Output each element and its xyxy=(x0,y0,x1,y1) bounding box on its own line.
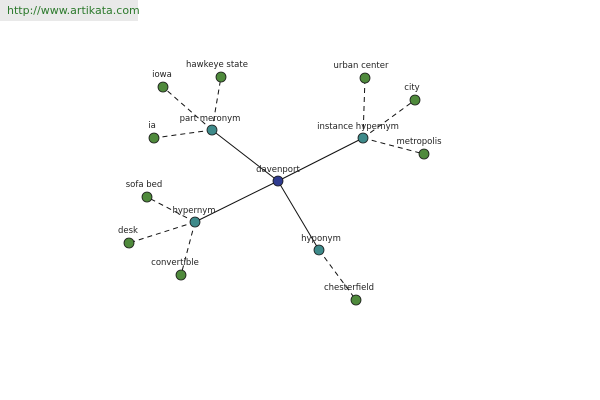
nodes: davenport part meronym iowa hawkeye state ia… xyxy=(118,60,442,306)
node-davenport[interactable]: davenport xyxy=(256,165,300,187)
edge-instance-hypernym xyxy=(277,137,364,182)
node-desk-label: desk xyxy=(118,226,138,236)
edge-hypernym-sofa-bed xyxy=(146,196,196,223)
edge-hyponym xyxy=(277,180,320,251)
node-sofa-bed[interactable]: sofa bed xyxy=(126,180,163,203)
edge-part-meronym xyxy=(211,129,279,182)
edge-hyponym-chesterfield xyxy=(318,249,357,301)
node-part-meronym[interactable]: part meronym xyxy=(180,114,241,136)
node-hawkeye-state-label: hawkeye state xyxy=(186,60,248,70)
node-urban-center-label: urban center xyxy=(334,61,389,71)
node-sofa-bed-dot[interactable] xyxy=(141,191,153,203)
watermark-link[interactable]: http://www.artikata.com xyxy=(0,0,140,21)
node-convertible-label: convertible xyxy=(151,258,199,268)
node-hypernym[interactable]: hypernym xyxy=(172,206,216,228)
node-chesterfield[interactable]: chesterfield xyxy=(324,283,374,306)
node-part-meronym-label: part meronym xyxy=(180,114,241,124)
edge-instance-hypernym-metropolis xyxy=(362,137,425,155)
node-hawkeye-state-dot[interactable] xyxy=(215,71,227,83)
node-city-label: city xyxy=(404,83,419,93)
edge-part-meronym-ia xyxy=(153,129,213,139)
node-davenport-dot[interactable] xyxy=(272,175,284,187)
node-metropolis-label: metropolis xyxy=(396,137,442,147)
node-ia[interactable]: ia xyxy=(148,121,160,144)
edges xyxy=(128,76,425,301)
node-convertible-dot[interactable] xyxy=(175,269,187,281)
node-part-meronym-dot[interactable] xyxy=(206,124,218,136)
node-hawkeye-state[interactable]: hawkeye state xyxy=(186,60,248,83)
edge-instance-hypernym-urban-center xyxy=(362,77,366,139)
node-instance-hypernym[interactable]: instance hypernym xyxy=(317,122,399,144)
node-hypernym-dot[interactable] xyxy=(189,216,201,228)
node-urban-center[interactable]: urban center xyxy=(334,61,389,84)
node-convertible[interactable]: convertible xyxy=(151,258,199,281)
node-sofa-bed-label: sofa bed xyxy=(126,180,163,190)
edge-hypernym-desk xyxy=(128,221,196,244)
edge-hypernym-convertible xyxy=(180,221,196,276)
node-city-dot[interactable] xyxy=(409,94,421,106)
node-urban-center-dot[interactable] xyxy=(359,72,371,84)
edge-part-meronym-iowa xyxy=(162,86,213,131)
node-hypernym-label: hypernym xyxy=(172,206,215,216)
node-desk[interactable]: desk xyxy=(118,226,138,249)
node-davenport-label: davenport xyxy=(256,165,300,175)
node-hyponym[interactable]: hyponym xyxy=(301,234,341,256)
node-iowa-label: iowa xyxy=(152,70,172,80)
node-ia-dot[interactable] xyxy=(148,132,160,144)
edge-hypernym xyxy=(194,180,279,223)
node-city[interactable]: city xyxy=(404,83,421,106)
node-iowa-dot[interactable] xyxy=(157,81,169,93)
node-hyponym-dot[interactable] xyxy=(313,244,325,256)
node-hyponym-label: hyponym xyxy=(301,234,341,244)
node-desk-dot[interactable] xyxy=(123,237,135,249)
node-chesterfield-label: chesterfield xyxy=(324,283,374,293)
edge-instance-hypernym-city xyxy=(362,99,416,139)
node-ia-label: ia xyxy=(148,121,156,131)
node-instance-hypernym-label: instance hypernym xyxy=(317,122,399,132)
node-metropolis[interactable]: metropolis xyxy=(396,137,442,160)
node-metropolis-dot[interactable] xyxy=(418,148,430,160)
node-instance-hypernym-dot[interactable] xyxy=(357,132,369,144)
node-chesterfield-dot[interactable] xyxy=(350,294,362,306)
node-iowa[interactable]: iowa xyxy=(152,70,172,93)
